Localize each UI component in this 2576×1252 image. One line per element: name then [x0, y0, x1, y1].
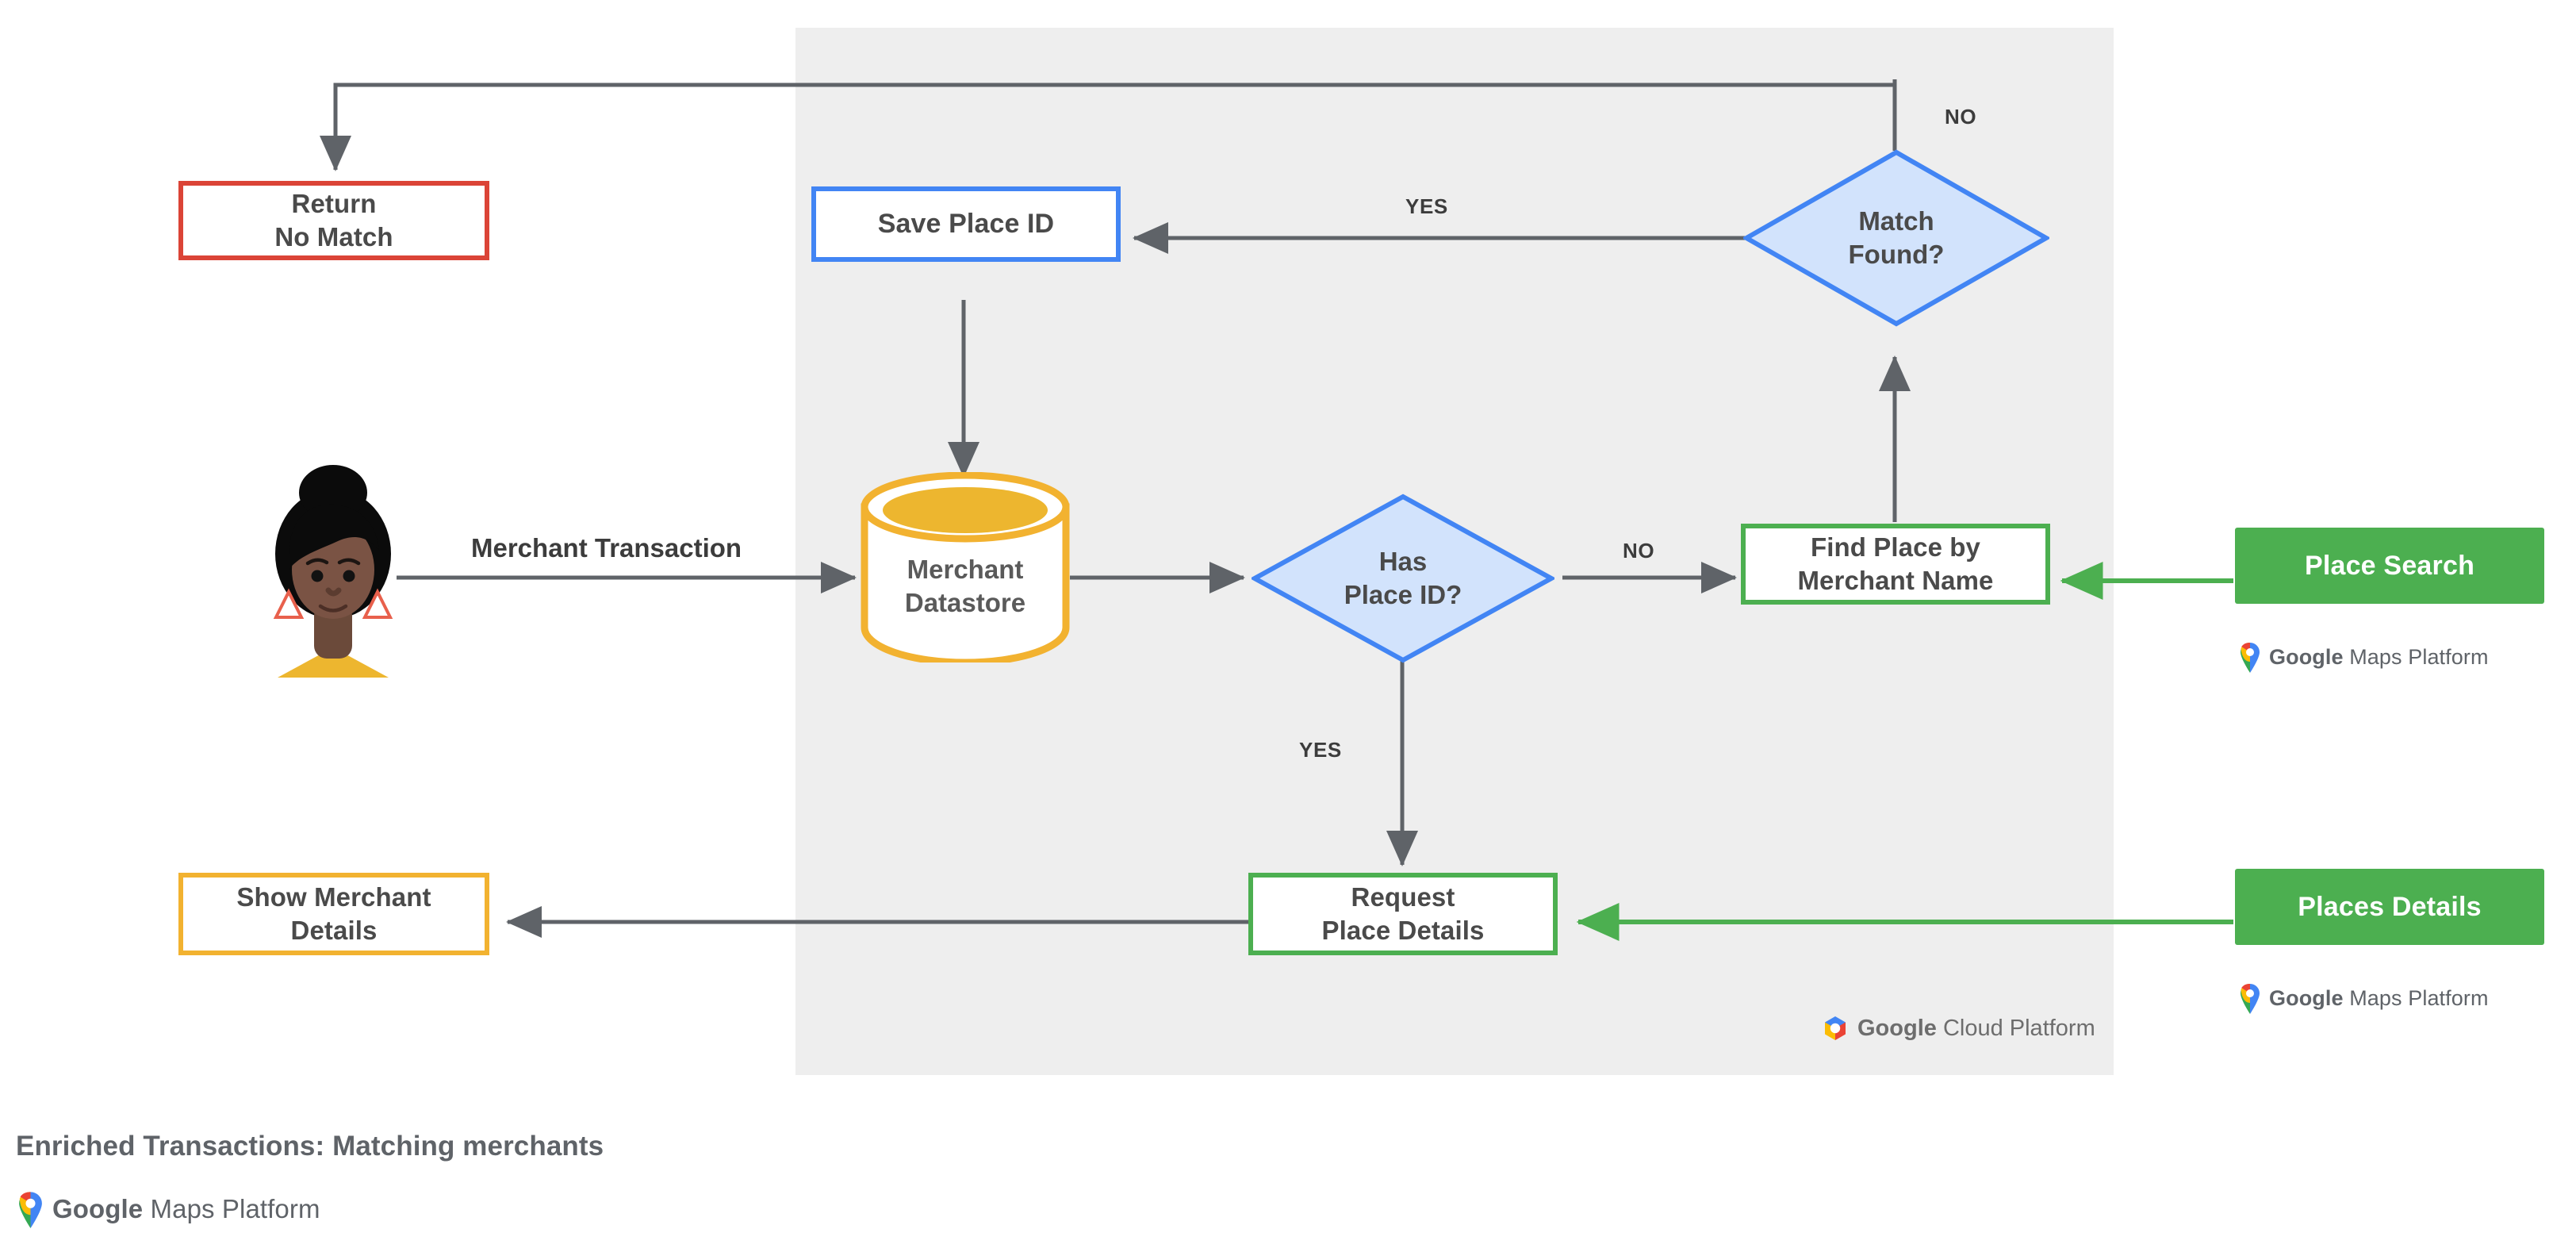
node-place-search[interactable]: Place Search — [2235, 528, 2544, 604]
edge-label-has-place-id-no: NO — [1623, 539, 1655, 563]
google-maps-pin-icon — [2241, 983, 2260, 1014]
node-return-no-match-label: Return No Match — [274, 189, 393, 252]
node-request-place-details-label: Request Place Details — [1321, 882, 1485, 945]
node-merchant-datastore[interactable]: Merchant Datastore — [858, 472, 1072, 662]
node-match-found[interactable]: Match Found? — [1743, 149, 2049, 327]
node-has-place-id[interactable]: Has Place ID? — [1252, 494, 1554, 663]
node-return-no-match[interactable]: Return No Match — [178, 181, 489, 260]
node-request-place-details[interactable]: Request Place Details — [1248, 873, 1558, 955]
edge-label-match-found-no: NO — [1945, 105, 1977, 129]
places-details-brand-logo: Google Maps Platform — [2238, 982, 2489, 1014]
google-maps-pin-icon — [2241, 642, 2260, 673]
node-places-details[interactable]: Places Details — [2235, 869, 2544, 945]
footer-brand-logo: Google Maps Platform — [16, 1190, 320, 1228]
edge-label-has-place-id-yes: YES — [1299, 738, 1342, 762]
node-show-merchant-details-label: Show Merchant Details — [236, 882, 431, 945]
footer-brand-label: Google Maps Platform — [52, 1194, 320, 1223]
node-show-merchant-details[interactable]: Show Merchant Details — [178, 873, 489, 955]
google-cloud-platform-logo-label: Google Cloud Platform — [1857, 1015, 2095, 1041]
node-find-place-by-merchant-name-label: Find Place by Merchant Name — [1797, 532, 1994, 595]
customer-avatar — [262, 459, 404, 678]
place-search-brand-logo: Google Maps Platform — [2238, 641, 2489, 673]
node-find-place-by-merchant-name[interactable]: Find Place by Merchant Name — [1741, 524, 2050, 605]
places-details-brand-label: Google Maps Platform — [2269, 985, 2489, 1010]
google-cloud-hexagon-icon — [1825, 1016, 1846, 1040]
node-save-place-id-label: Save Place ID — [877, 209, 1055, 240]
place-search-brand-label: Google Maps Platform — [2269, 644, 2489, 669]
node-save-place-id[interactable]: Save Place ID — [811, 186, 1121, 262]
node-places-details-label: Places Details — [2298, 891, 2482, 922]
node-place-search-label: Place Search — [2304, 550, 2475, 581]
google-cloud-platform-logo: Google Cloud Platform — [1821, 1015, 2095, 1042]
google-maps-pin-icon — [19, 1192, 42, 1228]
edge-label-match-found-yes: YES — [1405, 194, 1448, 218]
diagram-caption: Enriched Transactions: Matching merchant… — [16, 1131, 604, 1162]
edge-label-merchant-transaction: Merchant Transaction — [471, 533, 742, 563]
